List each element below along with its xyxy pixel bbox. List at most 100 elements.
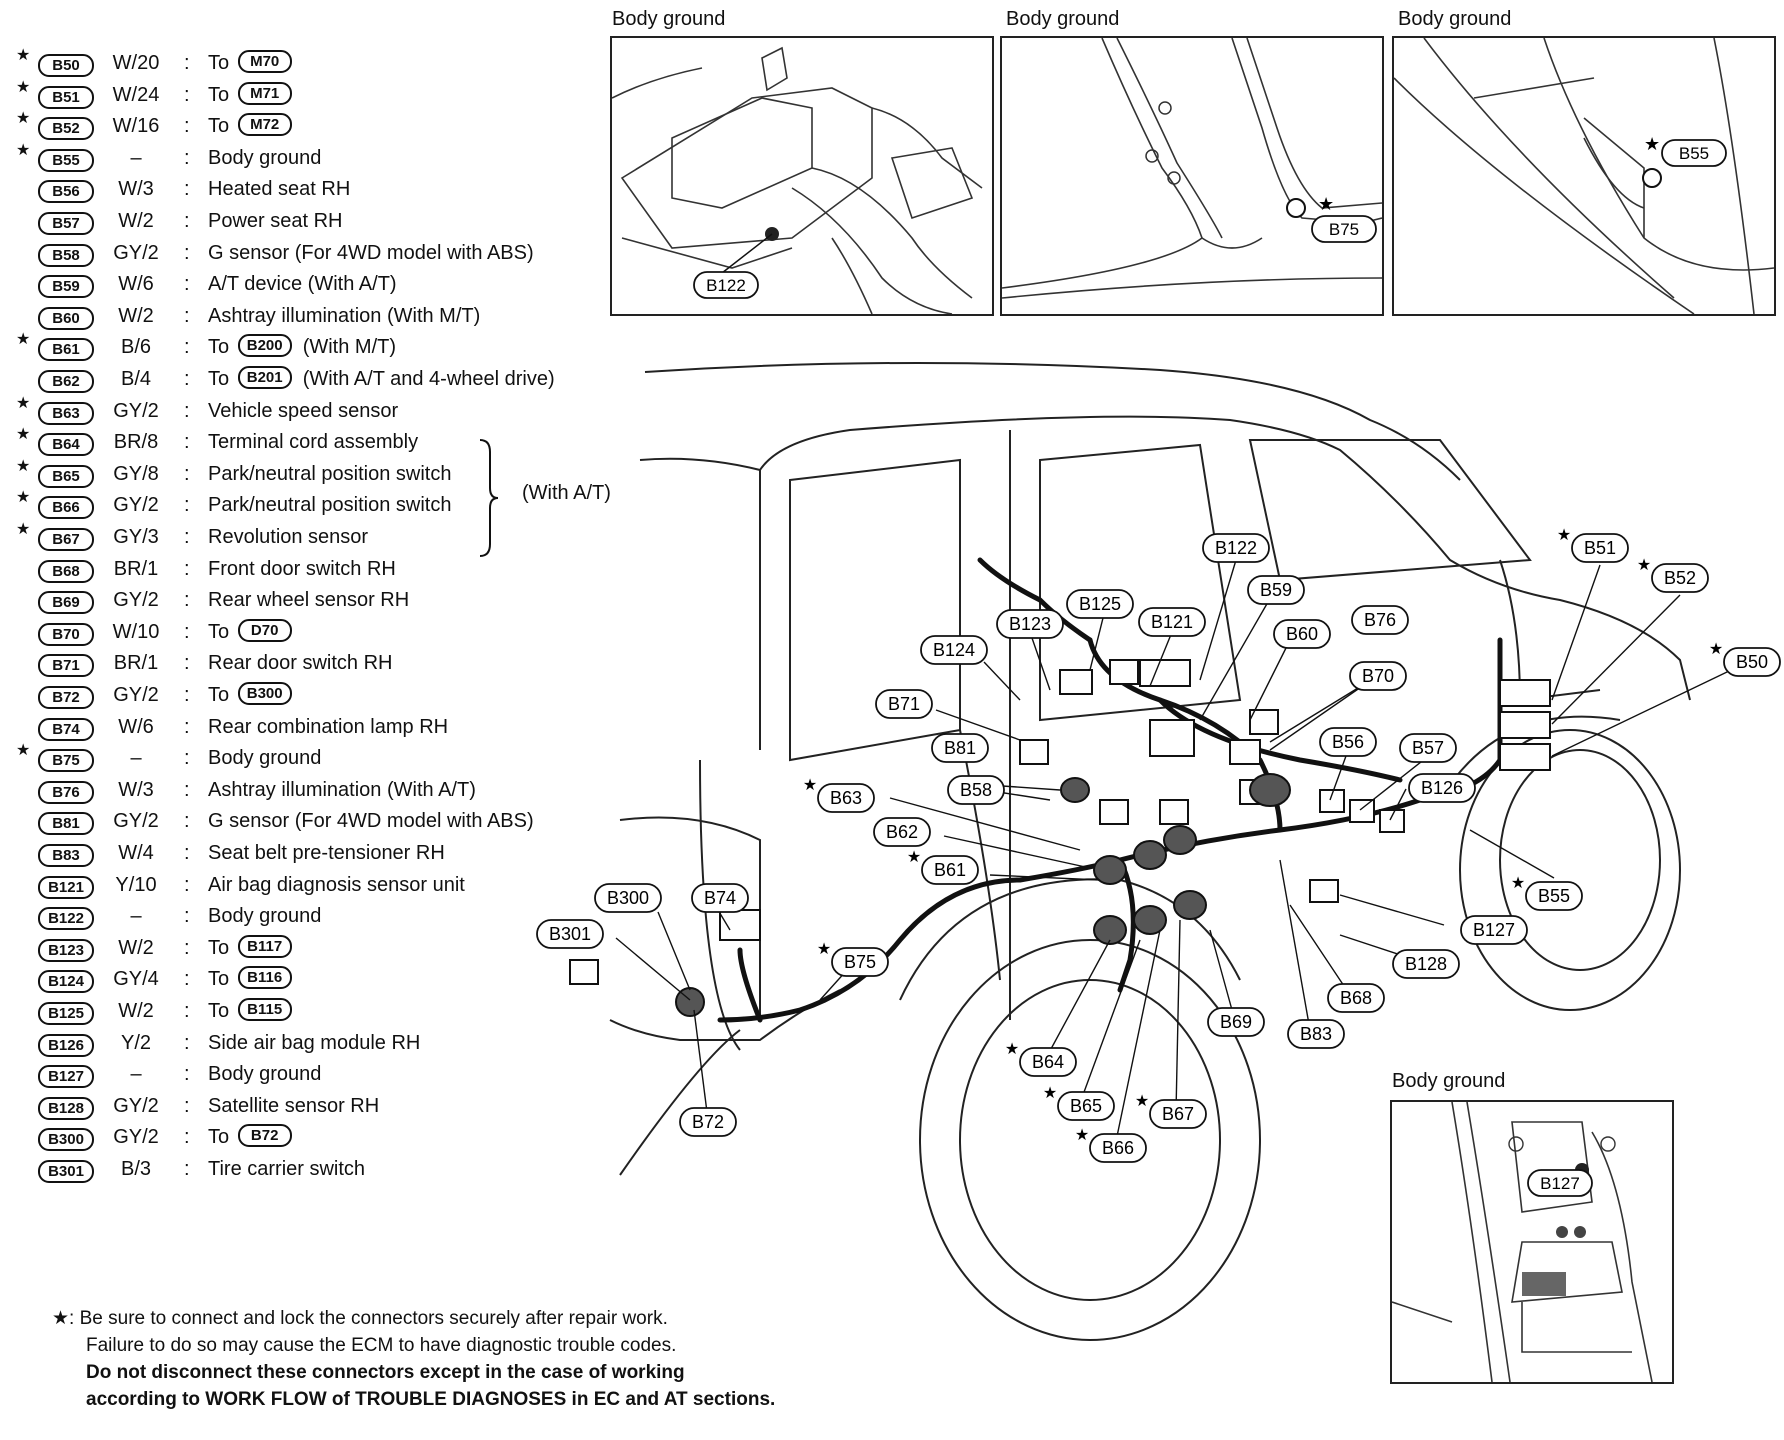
footnote: ★: Be sure to connect and lock the conne… [52, 1305, 775, 1413]
callout-label: B69 [1220, 1012, 1252, 1032]
wire-spec: W/24 [112, 83, 160, 106]
star-icon: ★ [16, 110, 31, 128]
connector-description: G sensor (For 4WD model with ABS) [208, 806, 534, 836]
at-group-brace [479, 439, 498, 557]
colon: : [184, 1094, 190, 1117]
wire-spec: W/2 [118, 210, 154, 232]
svg-text:B127: B127 [1540, 1174, 1580, 1193]
callout-b55: B55 ★ [1511, 875, 1583, 911]
connector-description: To B200(With M/T) [208, 332, 396, 362]
wire-spec: – [130, 1063, 142, 1086]
callout-b76: B76 [1351, 605, 1409, 635]
star-icon: ★ [16, 521, 31, 538]
svg-text:B122: B122 [706, 276, 746, 295]
callout-b63: B63★ [803, 777, 875, 813]
wire-spec: – [130, 146, 142, 169]
colon: : [184, 336, 190, 359]
description-note: (With M/T) [302, 336, 396, 359]
description-text: Terminal cord assembly [208, 431, 419, 454]
description-text: Tire carrier switch [208, 1158, 366, 1180]
svg-text:★: ★ [1318, 194, 1334, 214]
connector-code: B51 [38, 85, 94, 109]
callout-b55-panel: B55 [1661, 139, 1727, 167]
target-connector: B116 [237, 966, 292, 990]
star-icon: ★ [1511, 875, 1525, 892]
colon: : [184, 304, 190, 327]
connector-code: B50 [38, 54, 94, 77]
connector-blocks [569, 659, 1551, 985]
wire-spec: W/4 [118, 842, 154, 864]
wire-spec: W/2 [118, 936, 154, 959]
connector-description: Tire carrier switch [208, 1154, 365, 1184]
connector-code: B58 [38, 243, 94, 267]
wire-spec: – [130, 905, 142, 928]
wire-spec: GY/3 [113, 526, 159, 548]
legend-row: B127–:Body ground [0, 1059, 640, 1089]
connector-code: B76 [38, 780, 94, 804]
callout-b61: B61★ [907, 849, 979, 885]
colon: : [184, 652, 190, 675]
colon: : [184, 399, 190, 422]
connector-code: B301 [38, 1160, 94, 1183]
callout-label: B57 [1412, 738, 1444, 758]
connector-code: B74 [38, 717, 94, 741]
connector-code: B67 [38, 528, 94, 551]
description-text: Rear wheel sensor RH [208, 589, 410, 612]
connector-description: Terminal cord assembly [208, 427, 418, 457]
connector-code: B125 [38, 1002, 94, 1025]
panel-4-title: Body ground [1392, 1070, 1506, 1092]
connector-description: Park/neutral position switch [208, 459, 451, 489]
connector-description: Satellite sensor RH [208, 1091, 379, 1121]
description-text: To [208, 115, 230, 138]
description-text: Vehicle speed sensor [208, 399, 399, 422]
callout-label: B55 [1538, 886, 1570, 906]
star-icon: ★ [16, 742, 31, 760]
rear-wheel [1439, 715, 1681, 1011]
description-text: Front door switch RH [208, 557, 396, 580]
star-icon: ★ [16, 141, 31, 159]
description-text: Air bag diagnosis sensor unit [208, 873, 465, 896]
callout-b69: B69 [1207, 1007, 1265, 1037]
colon: : [184, 178, 190, 201]
callout-label: B59 [1260, 580, 1292, 600]
callout-b301: B301 [536, 919, 604, 949]
colon: : [184, 462, 190, 485]
callout-b83: B83 [1287, 1019, 1345, 1049]
colon: : [184, 1000, 190, 1022]
callout-label: B64 [1032, 1052, 1064, 1072]
star-icon: ★ [16, 489, 31, 507]
wire-spec: BR/1 [113, 557, 159, 580]
colon: : [184, 431, 190, 454]
star-icon: ★ [1005, 1041, 1019, 1058]
connector-code: B57 [38, 212, 94, 235]
callout-b72: B72 [679, 1107, 737, 1137]
colon: : [184, 1126, 190, 1149]
colon: : [184, 810, 190, 833]
callout-b127: B127 [1460, 915, 1528, 945]
callout-label: B72 [692, 1112, 724, 1132]
description-text: Seat belt pre-tensioner RH [208, 842, 445, 864]
colon: : [184, 241, 190, 264]
connector-description: Power seat RH [208, 206, 343, 236]
star-icon: ★ [1557, 527, 1571, 544]
star-icon: ★ [1043, 1085, 1057, 1102]
callout-b122: B122 [1202, 533, 1270, 563]
description-note: (With A/T and 4-wheel drive) [302, 368, 555, 390]
wire-spec: GY/2 [113, 810, 159, 833]
callout-b57: B57 [1399, 733, 1457, 763]
callout-b64: B64 ★ [1005, 1041, 1077, 1077]
connector-description: Air bag diagnosis sensor unit [208, 870, 465, 900]
callout-label: B127 [1473, 920, 1515, 940]
panel-3-title: Body ground [1398, 8, 1512, 30]
callout-label: B81 [944, 738, 976, 758]
connector-code: B123 [38, 938, 94, 962]
connector-code: B55 [38, 148, 94, 172]
connector-code: B59 [38, 275, 94, 299]
